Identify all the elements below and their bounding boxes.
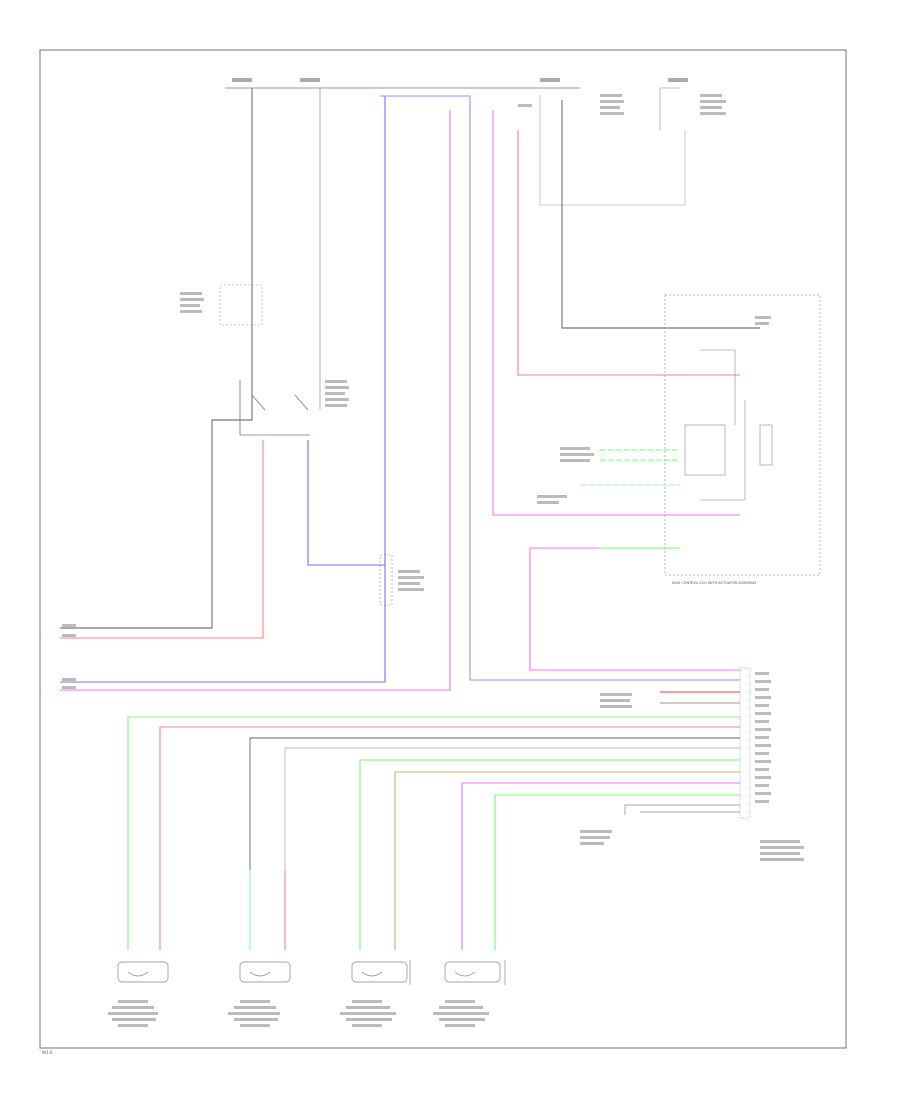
wire-red-right xyxy=(517,130,740,376)
wire-green-rl xyxy=(494,794,740,950)
sensor-rear-right xyxy=(351,960,411,985)
sensor-front-right xyxy=(117,961,169,983)
wire-blue-main xyxy=(60,96,386,683)
wire-gray-mid xyxy=(539,95,686,206)
wire-green-fr xyxy=(127,716,740,950)
footer-code: W1-0 xyxy=(42,1050,53,1055)
yaw-sensor-box xyxy=(379,554,393,606)
wire-black-right xyxy=(561,100,760,329)
module-label: SKID CONTROL ECU WITH ACTUATOR ASSEMBLY xyxy=(672,581,757,585)
wire-pink-rl xyxy=(461,782,740,950)
wire-red-fr xyxy=(159,726,740,950)
fuse-labels xyxy=(232,78,688,82)
wire-pink-lower xyxy=(529,547,740,671)
wire-blue-switch xyxy=(307,440,385,566)
ecu-internals xyxy=(684,349,773,501)
wire-olive-rr xyxy=(394,771,740,950)
sensor-rear-left xyxy=(444,960,506,985)
top-label-blocks xyxy=(518,94,726,115)
wire-green-rr xyxy=(359,759,740,950)
sensor-front-left xyxy=(239,961,291,983)
wire-pink-left xyxy=(60,110,451,691)
wire-pink-right xyxy=(492,110,740,516)
stop-switch xyxy=(239,380,310,436)
ecu-connector xyxy=(739,667,751,819)
ecu-module-outline xyxy=(664,294,821,576)
wire-gray-top xyxy=(380,95,740,681)
wire-gray-fl xyxy=(284,747,740,950)
wire-red-switch xyxy=(60,440,264,639)
stop-relay-box xyxy=(219,284,263,326)
wire-black-left xyxy=(60,88,253,629)
diagram-border xyxy=(39,49,847,1049)
